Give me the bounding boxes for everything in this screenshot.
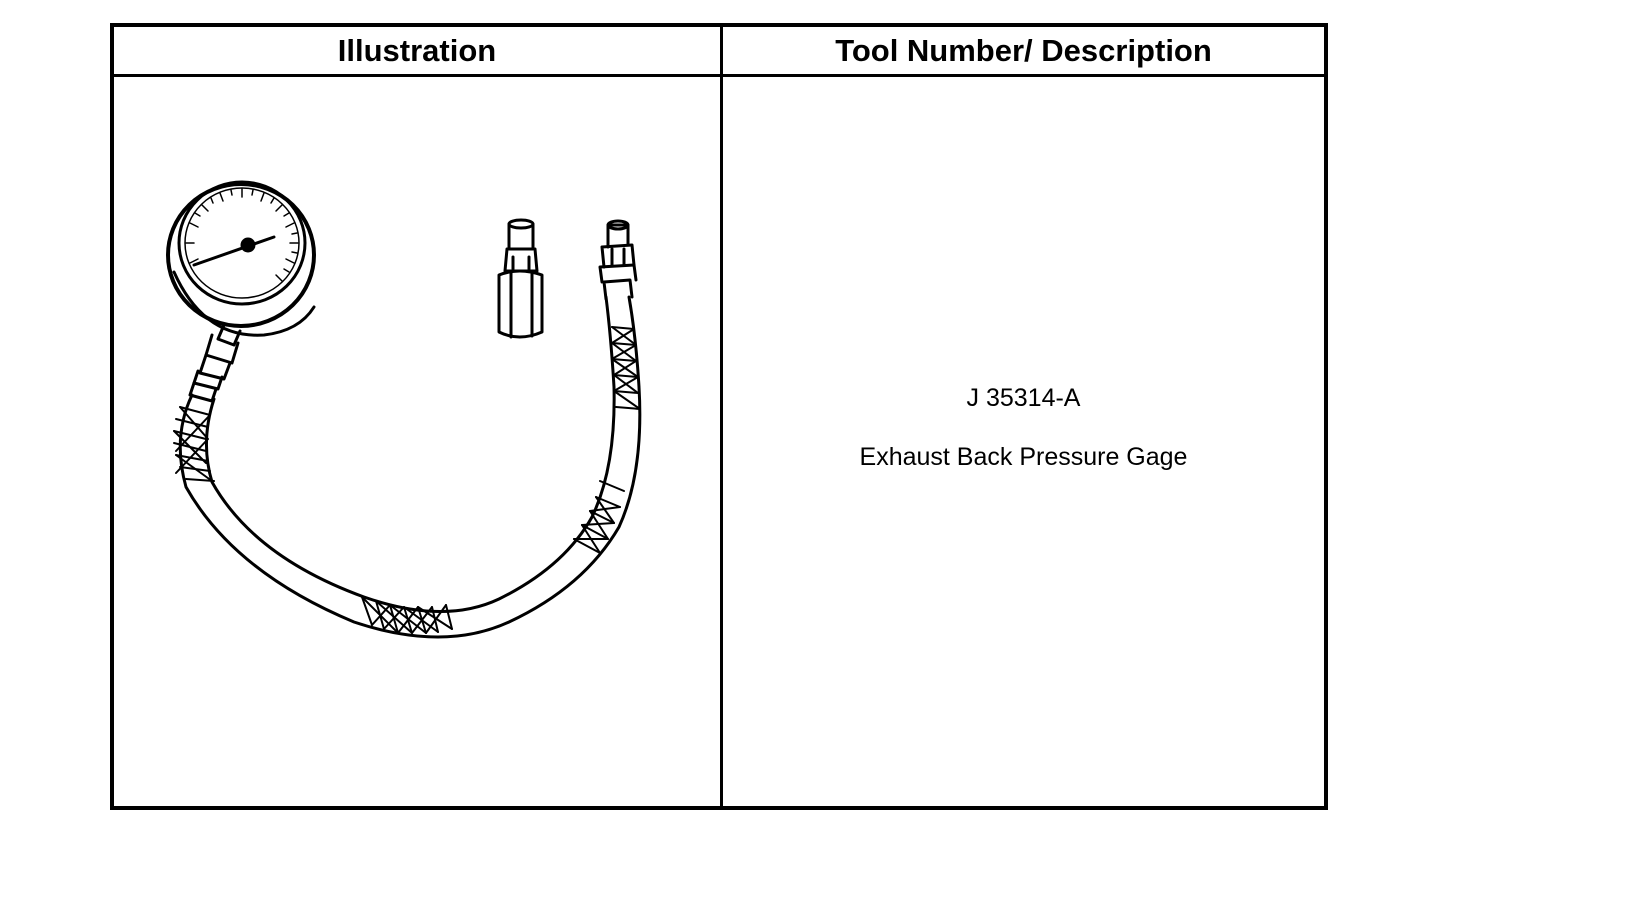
description-cell: J 35314-A Exhaust Back Pressure Gage bbox=[723, 77, 1324, 806]
pressure-gauge-icon bbox=[166, 180, 316, 403]
header-tool-number-description: Tool Number/ Description bbox=[835, 32, 1212, 68]
adapter-fitting-icon bbox=[497, 218, 544, 339]
hose-icon bbox=[173, 295, 642, 639]
illustration-cell bbox=[114, 77, 720, 806]
tool-table: Illustration Tool Number/ Description bbox=[110, 23, 1328, 810]
tool-number: J 35314-A bbox=[966, 384, 1081, 412]
column-divider bbox=[720, 27, 723, 806]
table-header-row: Illustration Tool Number/ Description bbox=[114, 27, 1324, 77]
exhaust-back-pressure-gage-illustration bbox=[166, 180, 642, 639]
header-illustration: Illustration bbox=[337, 32, 497, 68]
tool-description: Exhaust Back Pressure Gage bbox=[859, 443, 1188, 471]
hose-fitting-icon bbox=[598, 219, 638, 301]
